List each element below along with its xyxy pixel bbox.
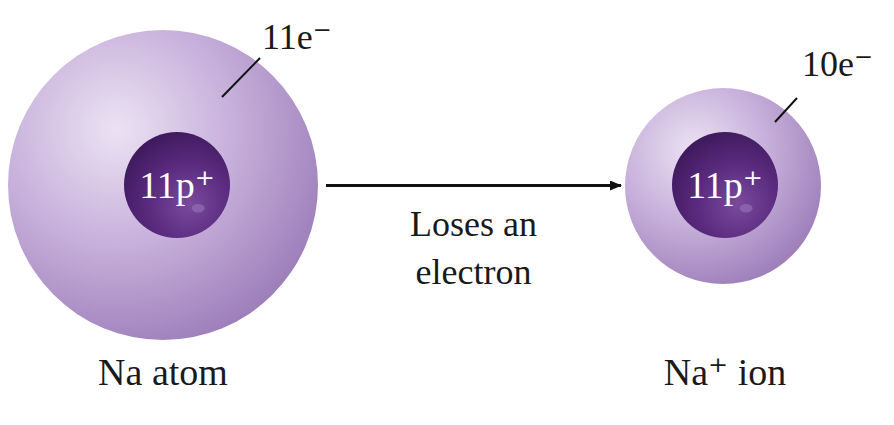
proton-count: 11p⁺ xyxy=(124,132,230,238)
sphere xyxy=(8,30,318,340)
caption: Na⁺ ion xyxy=(664,350,786,394)
arrow-connector xyxy=(326,184,621,187)
sphere xyxy=(124,132,230,238)
electron-cloud: 11e⁻11p⁺ xyxy=(8,30,318,340)
nucleus: 11p⁺ xyxy=(124,132,230,238)
caption: Na atom xyxy=(98,350,228,394)
arrow-label: Loses an electron xyxy=(349,200,599,296)
leader-line xyxy=(222,58,260,97)
nucleus: 11p⁺ xyxy=(672,132,778,238)
electron-cloud: 10e⁻11p⁺ xyxy=(625,88,821,284)
electron-count: 11e⁻ xyxy=(262,16,332,58)
electron-count: 10e⁻ xyxy=(802,43,873,85)
leader-line xyxy=(775,98,797,122)
proton-count: 11p⁺ xyxy=(672,132,778,238)
sphere xyxy=(625,88,821,284)
sphere xyxy=(672,132,778,238)
